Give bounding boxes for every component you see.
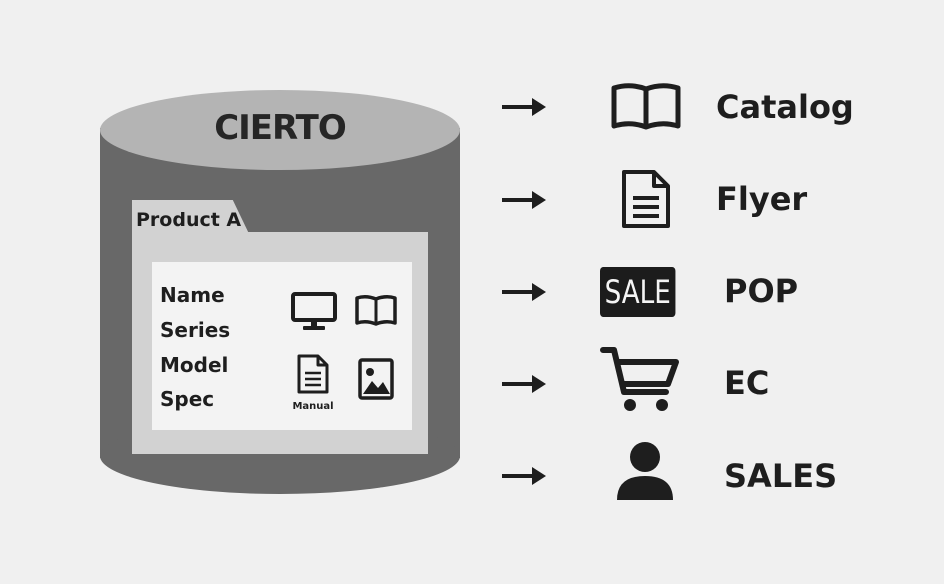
catalog-book-icon [611,83,681,130]
output-label-pop: POP [724,272,799,310]
arrow-icon [502,375,546,393]
product-card [152,262,412,430]
arrow-icon [502,467,546,485]
manual-label: Manual [292,401,334,412]
flyer-document-icon [622,170,670,228]
database-title: CIERTO [214,108,347,148]
folder-tab-label: Product A [136,209,242,231]
field-spec: Spec [160,387,215,411]
shopping-cart-icon [600,347,679,411]
document-icon [297,354,329,394]
field-series: Series [160,318,231,342]
person-icon [617,442,673,500]
output-label-flyer: Flyer [716,180,808,218]
field-name: Name [160,283,225,307]
field-model: Model [160,353,229,377]
sale-badge-icon: SALE [600,267,676,317]
arrow-icon [502,98,546,116]
arrow-icon [502,191,546,209]
output-label-ec: EC [724,364,770,402]
output-label-sales: SALES [724,457,838,495]
book-icon [355,294,397,326]
database-cylinder-top [100,90,460,170]
output-label-catalog: Catalog [716,88,854,126]
image-icon [358,358,394,400]
monitor-icon [291,292,337,330]
arrow-icon [502,283,546,301]
